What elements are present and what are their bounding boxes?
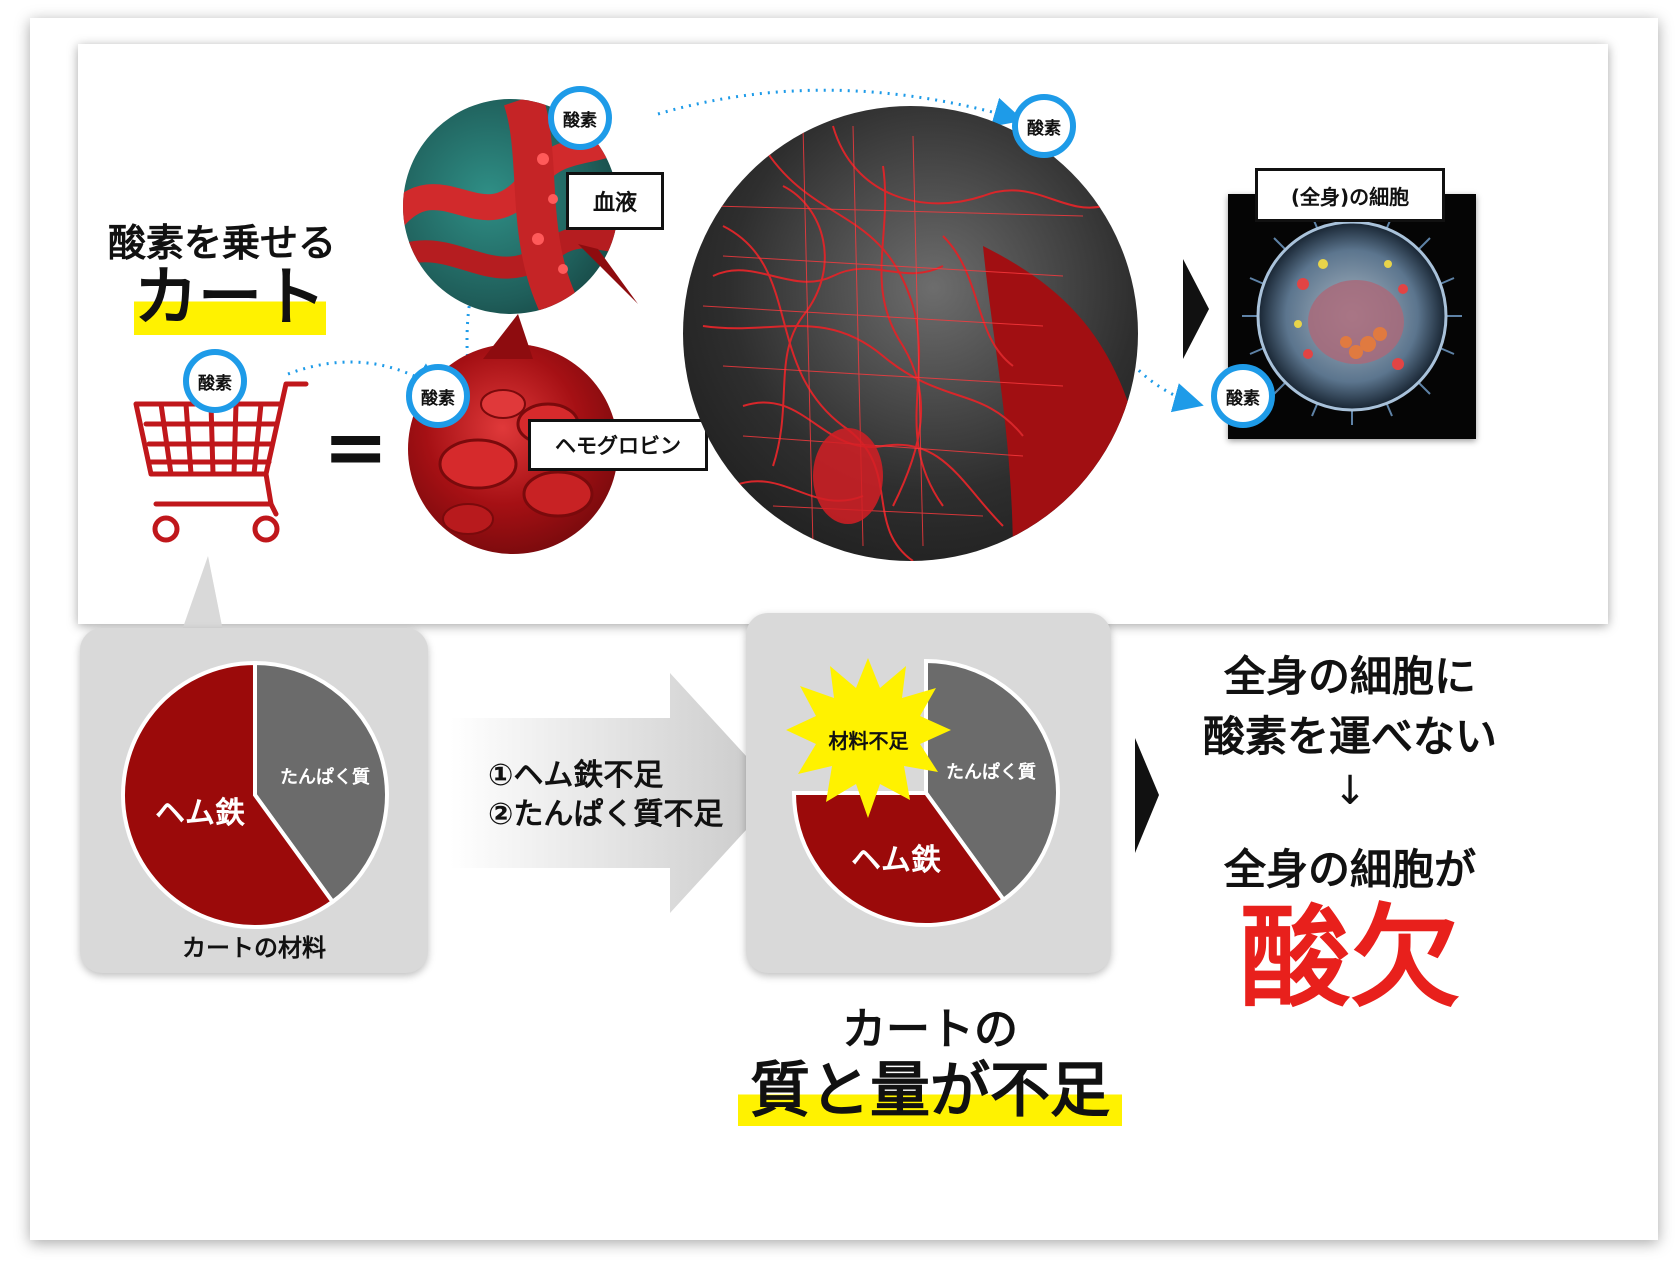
reason-protein: ②たんぱく質不足 [488,797,724,832]
oxygen-badge-blood: 酸素 [548,86,612,150]
cart-material-caption: カートの材料 [182,934,326,962]
hemoglobin-label: ヘモグロビン [528,419,708,471]
deficient-cart-panel: ヘム鉄 たんぱく質 材料不足 [746,613,1111,973]
cart-heading: 酸素を乗せる [108,221,337,265]
cell-icon [1242,208,1462,425]
cart-shortage-line2-text: 質と量が不足 [738,1056,1122,1126]
circulatory-system-image [683,106,1138,561]
blood-label: 血液 [566,172,664,230]
shortage-badge: 材料不足 [828,729,909,753]
left-pie-protein-slice [253,660,389,905]
blood-image [403,99,618,314]
cart-material-pointer [180,556,224,636]
down-arrow-icon: ↓ [1333,768,1367,814]
hemoglobin-pointer [483,314,533,359]
heme-iron-label: ヘム鉄 [155,796,245,831]
cart-title: カート [126,261,334,335]
oxygen-badge-body: 酸素 [1012,94,1076,158]
chevron-right-icon [1183,259,1209,359]
oxygen-deficiency-title: 酸欠 [1240,894,1460,1022]
shortage-arrow-icon [450,673,780,913]
arrow-blood-to-body [657,88,1024,127]
shopping-cart-icon [133,381,309,543]
right-pie-protein-slice [924,658,1060,903]
equals-sign: = [323,403,389,493]
conclusion-line2: 酸素を運べない [1202,712,1497,761]
right-pie-heme-slice [791,791,1007,927]
cart-shortage-line2: 質と量が不足 [730,1056,1130,1126]
deficient-cart-pie [791,658,1060,927]
left-pie-heme-slice [121,660,336,929]
cart-shortage-line1: カートの [842,1004,1018,1055]
conclusion-line1: 全身の細胞に [1223,652,1476,701]
cart-material-panel: ヘム鉄 たんぱく質 カートの材料 [80,628,428,973]
reason-heme-iron: ①ヘム鉄不足 [488,758,664,793]
oxygen-badge-cell: 酸素 [1211,364,1275,428]
blood-vessel-icon [403,99,618,314]
oxygen-badge-hemoglobin: 酸素 [406,364,470,428]
oxygen-transport-panel: 酸素を乗せる カート 酸素 = [78,44,1608,624]
slide: 酸素を乗せる カート 酸素 = [30,18,1658,1240]
oxygen-badge-cart: 酸素 [183,349,247,413]
cell-label: (全身)の細胞 [1255,168,1445,222]
protein-label-deficient: たんぱく質 [946,762,1036,783]
protein-label: たんぱく質 [280,767,370,788]
cart-material-pie [121,660,389,929]
heme-iron-label-deficient: ヘム鉄 [851,843,941,878]
cart-title-text: カート [134,261,326,335]
conclusion-line3: 全身の細胞が [1223,845,1476,894]
chevron-right-icon-2 [1135,738,1159,853]
blood-vessels-icon [702,125,1138,561]
starburst-icon [786,658,951,818]
blood-pointer [578,244,638,304]
shortage-reasons: ①ヘム鉄不足 ②たんぱく質不足 [488,756,723,834]
